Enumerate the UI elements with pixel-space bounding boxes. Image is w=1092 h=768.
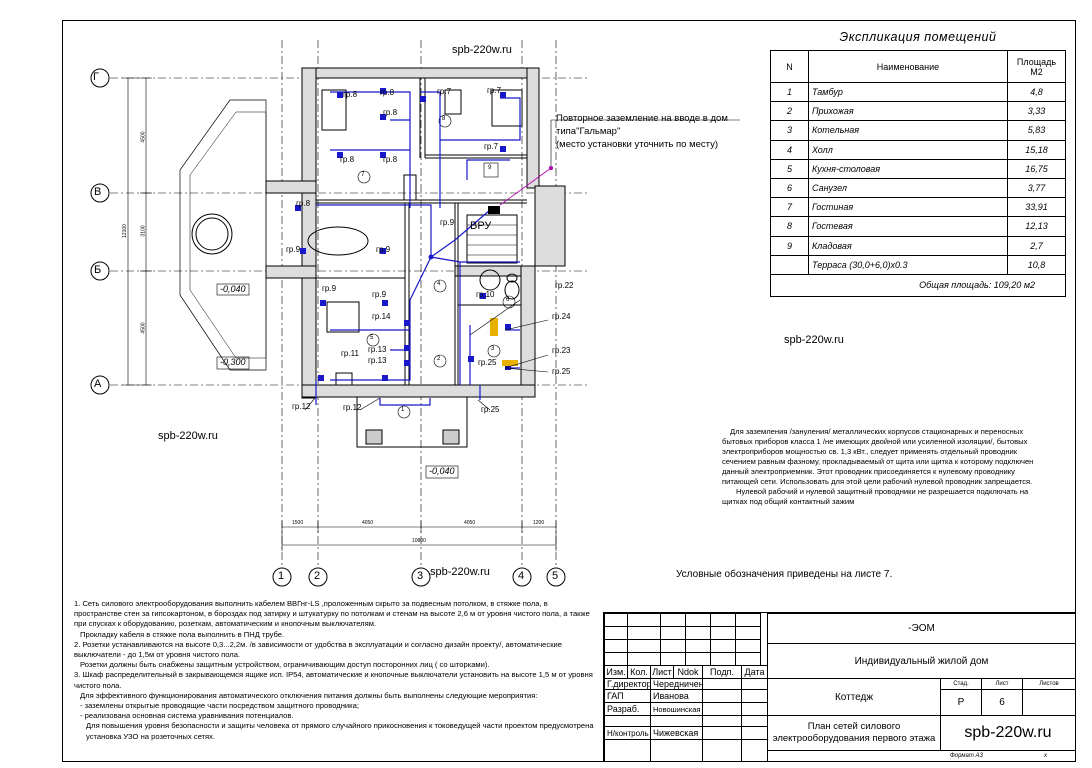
dim-label: 1200 [533,520,545,526]
level-mark: -0,040 [429,466,455,476]
group-label: гр.13 [368,356,387,365]
axis-number: 4 [518,570,525,582]
group-label: гр.12 [343,403,362,412]
sheet-format: Формат А3 [950,753,983,759]
legend-reference: Условные обозначения приведены на листе … [676,569,893,580]
group-label: гр.8 [296,199,311,208]
explication-title: Экспликация помещений [839,30,997,44]
axis-letter: В [94,186,102,198]
title-block: Изм. Кол. Лист Ndok Подп. Дата Г.директо… [603,612,1076,762]
group-label: гр.11 [341,349,359,358]
group-label: гр.9 [372,290,387,299]
room-number: 4 [437,281,441,287]
axis-number: 2 [314,570,321,582]
group-label: гр.7 [487,86,502,95]
room-number: 7 [361,172,365,178]
axis-letter: А [94,378,102,390]
general-notes: 1. Сеть силового электрооборудования вып… [74,599,594,741]
group-label: гр.25 [481,405,500,414]
room-number: 9 [488,165,492,171]
grounding-note: Повторное заземление на вводе в дом типа… [556,113,728,150]
room-number: 5 [370,335,374,341]
dim-label: 4050 [464,520,476,526]
watermark: spb-220w.ru [784,334,844,346]
dim-label: 4500 [140,131,147,143]
group-label: гр.25 [552,367,571,376]
sheet-title: План сетей силового электрооборудования … [767,715,941,751]
axis-letter: Г [93,71,99,83]
axis-number: 1 [278,570,285,582]
group-label: гр.8 [383,155,398,164]
group-label: гр.9 [322,284,337,293]
group-label: гр.7 [484,142,499,151]
dim-label: 10800 [412,538,426,544]
group-label: гр.10 [476,290,495,299]
group-label: гр.8 [380,88,395,97]
group-label: гр.9 [286,245,301,254]
room-number: 8 [442,116,446,122]
watermark: spb-220w.ru [452,44,512,56]
level-mark: -0,300 [220,357,246,367]
group-label: гр.8 [343,90,358,99]
room-number: 6 [506,297,510,303]
project-name: Индивидуальный жилой дом [767,643,1076,679]
axis-number: 5 [552,570,559,582]
group-label: гр.24 [552,312,571,321]
group-label: гр.22 [555,281,574,290]
document-code: -ЭОМ [767,613,1076,644]
group-label: гр.12 [292,402,311,411]
group-label: гр.7 [437,87,452,96]
brand-stamp: spb-220w.ru [940,715,1076,751]
dim-label: 4500 [140,322,147,334]
level-mark: -0,040 [220,284,246,294]
room-number: 3 [491,346,495,352]
room-number: 1 [401,407,405,413]
dim-label: 12100 [121,224,128,238]
group-label: гр.25 [478,358,497,367]
dim-label: 4050 [362,520,374,526]
room-number: 2 [437,356,441,362]
watermark: spb-220w.ru [158,430,218,442]
group-label: гр.8 [340,155,355,164]
format-mark: х [1044,753,1047,759]
group-label: гр.13 [368,345,387,354]
axis-letter: Б [94,264,102,276]
group-label: гр.23 [552,346,571,355]
group-label: гр.9 [376,245,391,254]
dim-label: 1500 [292,520,304,526]
vru-label: ВРУ [470,220,492,232]
drawing-frame [62,20,1076,762]
grounding-notes: Для заземления /зануления/ металлических… [722,427,1034,506]
group-label: гр.8 [383,108,398,117]
group-label: гр.14 [372,312,391,321]
object-name: Коттедж [767,678,941,716]
watermark: spb-220w.ru [430,566,490,578]
axis-number: 3 [417,570,424,582]
dim-label: 3100 [140,225,147,237]
group-label: гр.9 [440,218,455,227]
